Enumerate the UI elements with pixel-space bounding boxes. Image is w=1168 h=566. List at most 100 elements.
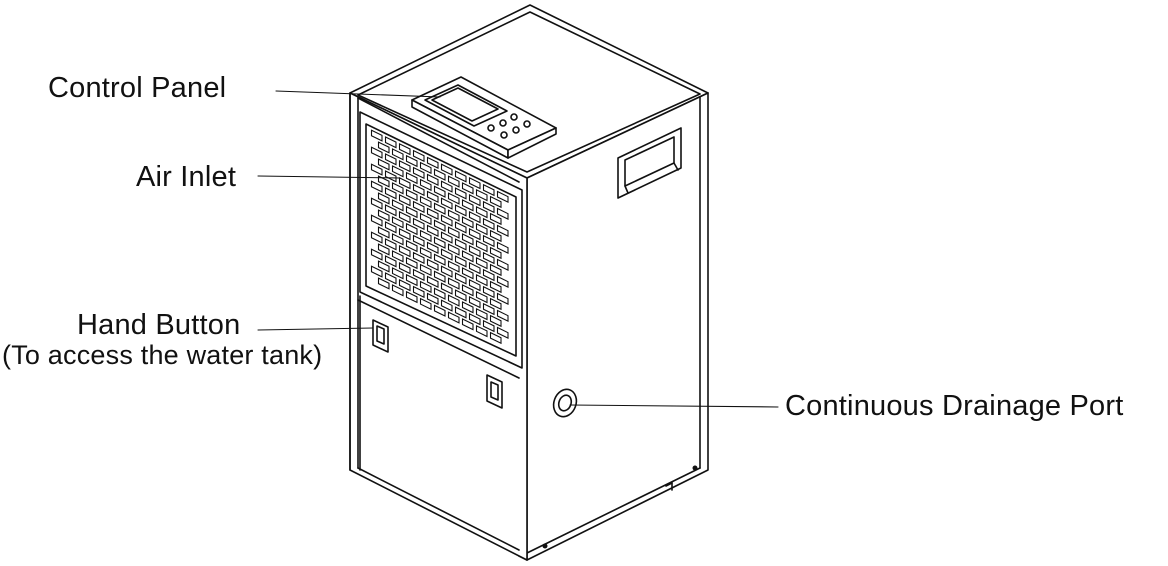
grille-slot [370,265,383,278]
grille-slot [440,248,453,261]
grille-slot [370,248,383,261]
grille-slot [412,234,425,248]
grille-slot [440,180,453,193]
grille-slot [475,307,488,321]
grille-slot [384,272,397,285]
grille-slot [377,209,390,222]
grille-slot [468,279,481,292]
grille-slot [489,212,502,226]
grille-slot [496,241,509,255]
grille-slot [398,193,411,207]
grille-slot [419,297,432,311]
grille-slot [398,261,411,275]
grille-slot [384,238,397,251]
grille-slot [419,229,432,243]
carry-handle [617,127,682,199]
grille-slot [496,258,509,272]
grille-slot [433,185,446,198]
grille-slot [489,246,502,260]
hand-button-note: (To access the water tank) [2,340,323,370]
grille-slot [447,294,460,307]
grille-slot [468,194,481,207]
grille-slot [482,302,495,316]
grille-slot [370,231,383,244]
grille-slot [398,244,411,258]
grille-slot [412,183,425,197]
leader-lines [257,90,779,408]
grille-slot [475,324,488,338]
grille-slot [482,285,495,299]
grille-slot [377,277,390,290]
grille-slot [426,207,439,220]
grille-slot [433,219,446,232]
grille-slot [426,156,439,169]
grille-slot [426,275,439,288]
grille-slot [461,182,474,195]
grille-slot [454,204,467,217]
grille-slot [384,204,397,217]
grille-slot [461,318,474,331]
grille-slot [496,326,509,340]
grille-slot [405,171,418,185]
grille-slot [384,187,397,200]
grille-slot [426,224,439,237]
grille-slot [440,231,453,244]
grille-slot [454,289,467,302]
grille-slot [496,190,509,204]
grille-slot [482,251,495,265]
grille-slot [398,210,411,224]
grille-slot [391,165,404,178]
grille-slot [454,306,467,319]
grille-slot [391,182,404,195]
grille-slot [447,209,460,222]
grille-slot [433,202,446,215]
grille-slot [384,255,397,268]
control-panel [411,76,557,159]
grille-slot [440,197,453,210]
grille-slot [489,297,502,311]
grille-slot [468,177,481,190]
grille-slot [433,270,446,283]
grille-slot [440,282,453,295]
grille-slot [384,221,397,234]
grille-slot [384,170,397,183]
grille-slot [377,243,390,256]
grille-slot [377,260,390,273]
grille-slot [433,168,446,181]
grille-slot [461,216,474,229]
grille-slot [461,301,474,314]
grille-slot [412,285,425,299]
grille-slot [496,309,509,323]
grille-slot [475,205,488,219]
grille-slot [398,278,411,292]
grille-slot [391,267,404,280]
grille-slot [475,256,488,270]
grille-slot [391,284,404,297]
grille-slot [475,188,488,202]
hand-button-label: Hand Button [77,309,241,341]
grille-slot [475,222,488,236]
grille-slot [419,161,432,175]
grille-slot [489,229,502,243]
grille-slot [482,217,495,231]
grille-slot [426,241,439,254]
grille-slot [475,290,488,304]
grille-slot [489,263,502,277]
grille-slot [391,199,404,212]
grille-slot [475,273,488,287]
grille-slot [370,180,383,193]
grille-slot [489,280,502,294]
grille-slot [377,158,390,171]
grille-slot [440,214,453,227]
grille-slot [405,256,418,270]
grille-slot [489,195,502,209]
grille-slot [370,197,383,210]
grille-slot [461,284,474,297]
grille-slot [398,159,411,173]
grille-slot [412,217,425,231]
grille-slot [468,262,481,275]
grille-slot [482,234,495,248]
grille-slot [370,214,383,227]
